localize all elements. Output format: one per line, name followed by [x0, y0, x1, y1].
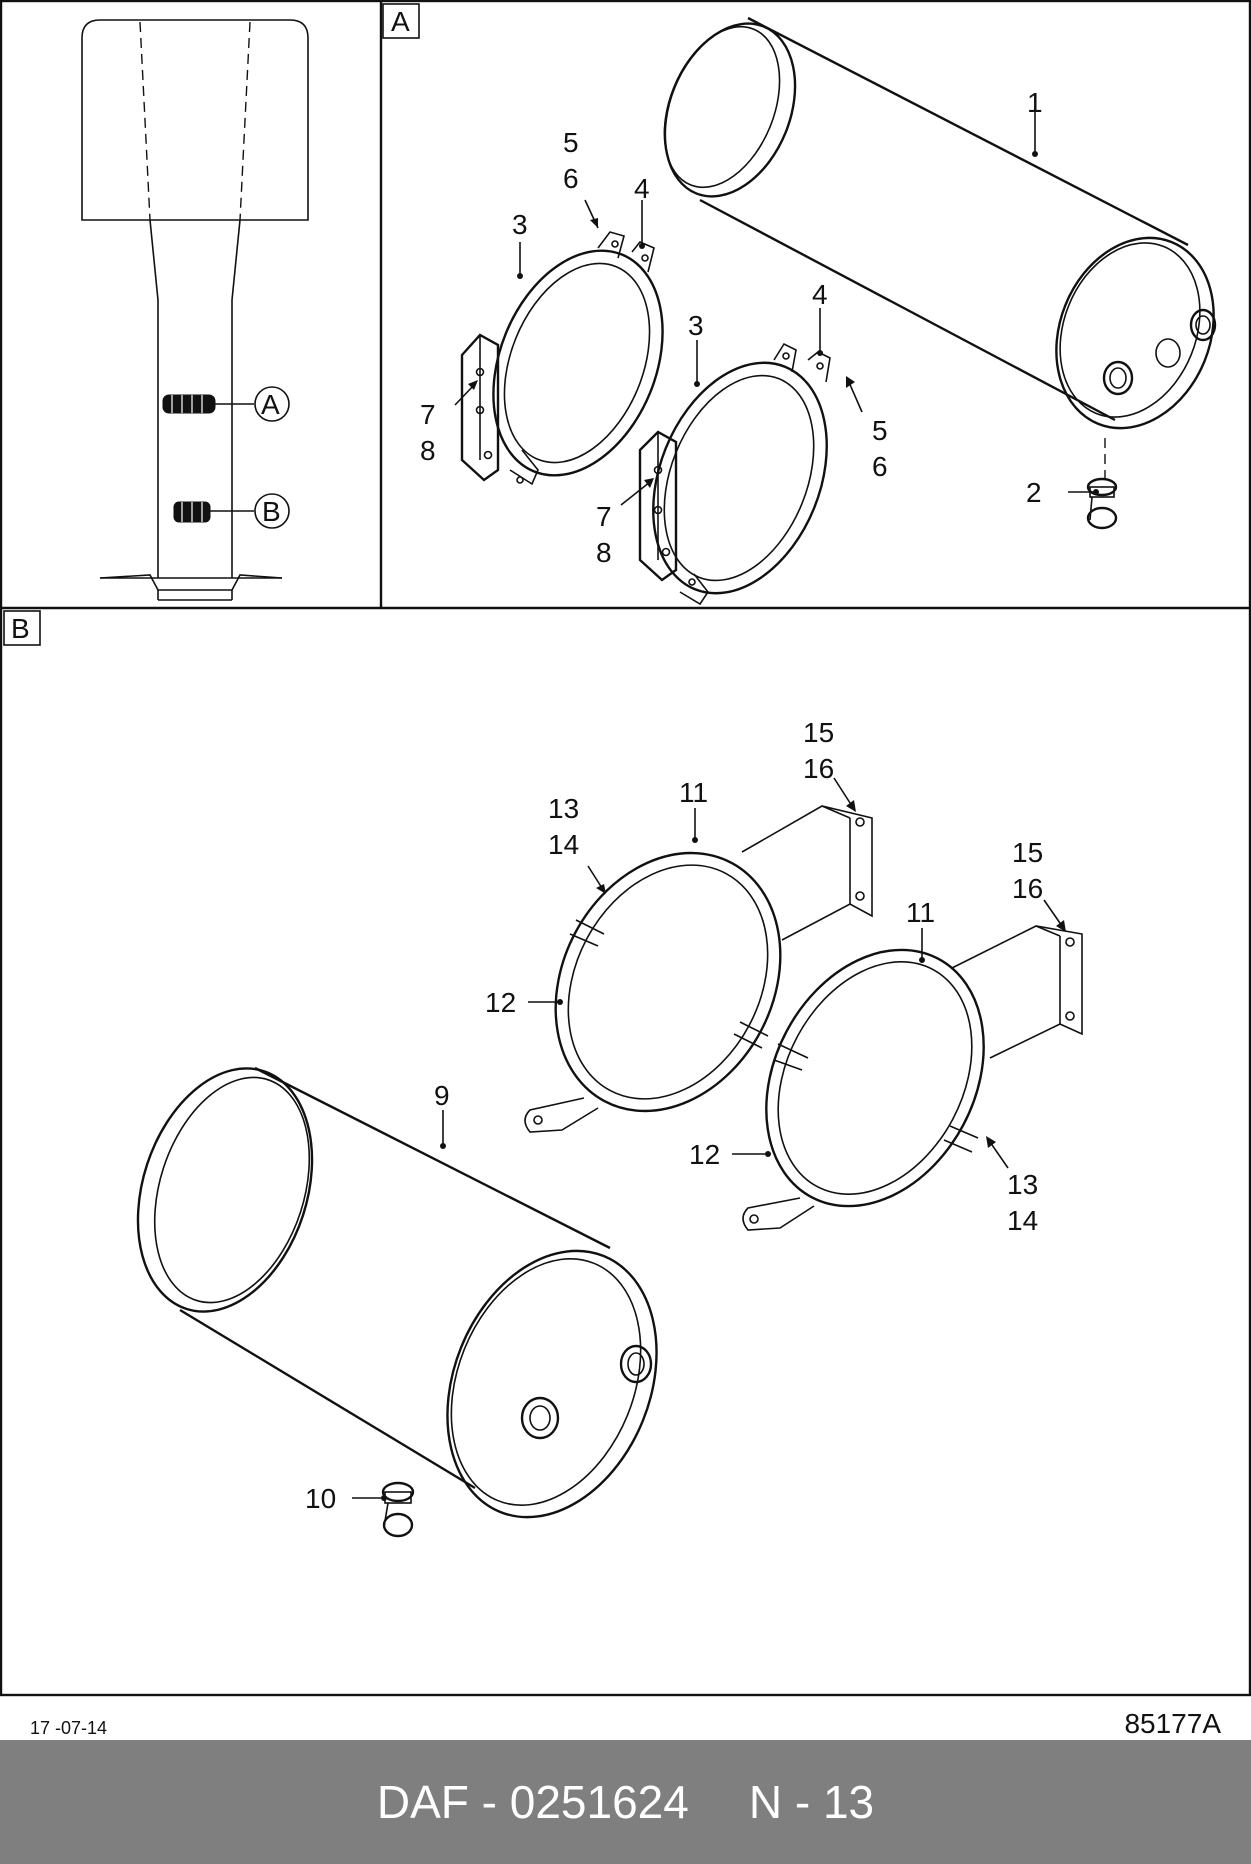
callout-8-left: 8 — [420, 435, 436, 466]
leaders-b — [352, 777, 1066, 1501]
overview-marker-a: A — [254, 386, 290, 422]
callout-13-right: 13 — [1007, 1169, 1038, 1200]
strap-right-b — [742, 948, 985, 1231]
callout-10: 10 — [305, 1483, 336, 1514]
bracket-right-b — [951, 925, 1083, 1059]
callout-1: 1 — [1027, 87, 1043, 118]
diagram-frame — [0, 0, 1251, 1697]
overview-marker-b: B — [254, 493, 290, 529]
callout-6-left: 6 — [563, 163, 579, 194]
page-reference: N - 13 — [748, 1776, 875, 1828]
callout-3-left: 3 — [512, 209, 528, 240]
view-label-b: B — [3, 610, 41, 646]
callout-16-left: 16 — [803, 753, 834, 784]
callout-11-right: 11 — [906, 897, 935, 928]
callout-5-right: 5 — [872, 415, 888, 446]
overview-tank-a — [162, 394, 254, 414]
overview-tank-b — [173, 501, 254, 523]
callout-7-right: 7 — [596, 501, 612, 532]
callout-15-right: 15 — [1012, 837, 1043, 868]
callout-14-left: 14 — [548, 829, 579, 860]
callout-13-left: 13 — [548, 793, 579, 824]
drain-valve-a — [1086, 438, 1118, 530]
callout-12-left: 12 — [485, 987, 516, 1018]
callout-16-right: 16 — [1012, 873, 1043, 904]
footer-drawing-number: 85177A — [1124, 1708, 1221, 1739]
callout-6-right: 6 — [872, 451, 888, 482]
bracket-left-b — [741, 805, 873, 941]
strap-left-b — [524, 851, 782, 1133]
strap-left-a — [492, 231, 664, 486]
callout-7-left: 7 — [420, 399, 436, 430]
callout-8-right: 8 — [596, 537, 612, 568]
callout-2: 2 — [1026, 477, 1042, 508]
view-label-a: A — [382, 3, 420, 39]
callout-4-left: 4 — [634, 173, 650, 204]
drain-valve-b — [381, 1481, 415, 1538]
footer-date: 17 -07-14 — [30, 1718, 108, 1738]
air-tank-b — [136, 1066, 658, 1519]
leaders-a — [454, 108, 1099, 506]
strap-right-a — [652, 342, 831, 606]
bracket-right-a — [638, 430, 678, 582]
callout-4-right: 4 — [812, 279, 828, 310]
callout-15-left: 15 — [803, 717, 834, 748]
svg-text:A: A — [391, 6, 410, 37]
callout-11-left: 11 — [679, 777, 708, 808]
callout-9: 9 — [434, 1080, 450, 1111]
chassis-overview — [81, 19, 309, 601]
callout-5-left: 5 — [563, 127, 579, 158]
svg-text:A: A — [261, 389, 280, 420]
callout-12-right: 12 — [689, 1139, 720, 1170]
callout-3-right: 3 — [688, 310, 704, 341]
part-code: DAF - 0251624 — [376, 1776, 689, 1828]
part-banner: DAF - 0251624 N - 13 — [0, 1740, 1251, 1864]
air-tank-a — [663, 16, 1217, 430]
svg-text:B: B — [11, 613, 30, 644]
callout-14-right: 14 — [1007, 1205, 1038, 1236]
bracket-left-a — [460, 333, 500, 482]
svg-text:B: B — [262, 496, 281, 527]
